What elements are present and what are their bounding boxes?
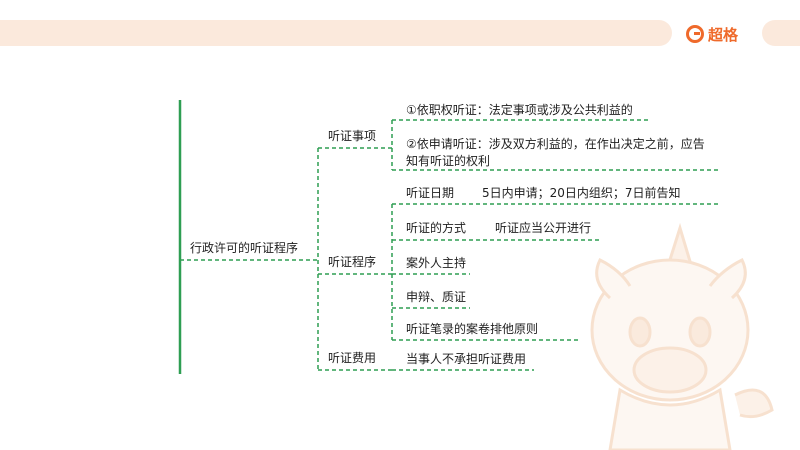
root-node: 行政许可的听证程序: [190, 241, 299, 255]
procedure-item-record: 听证笔录的案卷排他原则: [406, 322, 539, 336]
fees-item-1: 当事人不承担听证费用: [406, 352, 527, 366]
brand-name: 超格: [708, 25, 739, 44]
brand-g-logo-icon: [686, 25, 704, 43]
unicorn-mascot-watermark: [590, 222, 774, 450]
procedure-item-method-detail: 听证应当公开进行: [495, 221, 592, 235]
brand-logo: 超格: [686, 22, 738, 46]
branch-label-hearing-procedure: 听证程序: [328, 255, 377, 269]
procedure-item-method: 听证的方式: [406, 221, 467, 235]
header-bar: [0, 20, 672, 46]
procedure-item-date: 听证日期: [406, 186, 455, 200]
matters-item-2: ②依申请听证：涉及双方利益的，在作出决定之前，应告知有听证的权利: [406, 137, 705, 168]
branch-label-hearing-fees: 听证费用: [328, 351, 377, 365]
matters-item-1: ①依职权听证：法定事项或涉及公共利益的: [406, 103, 633, 117]
procedure-item-host: 案外人主持: [406, 256, 467, 270]
branch-label-hearing-matters: 听证事项: [328, 129, 377, 143]
procedure-item-defense: 申辩、质证: [406, 290, 467, 304]
header-bar-right: [762, 20, 800, 46]
procedure-item-date-detail: 5日内申请；20日内组织；7日前告知: [482, 186, 681, 200]
